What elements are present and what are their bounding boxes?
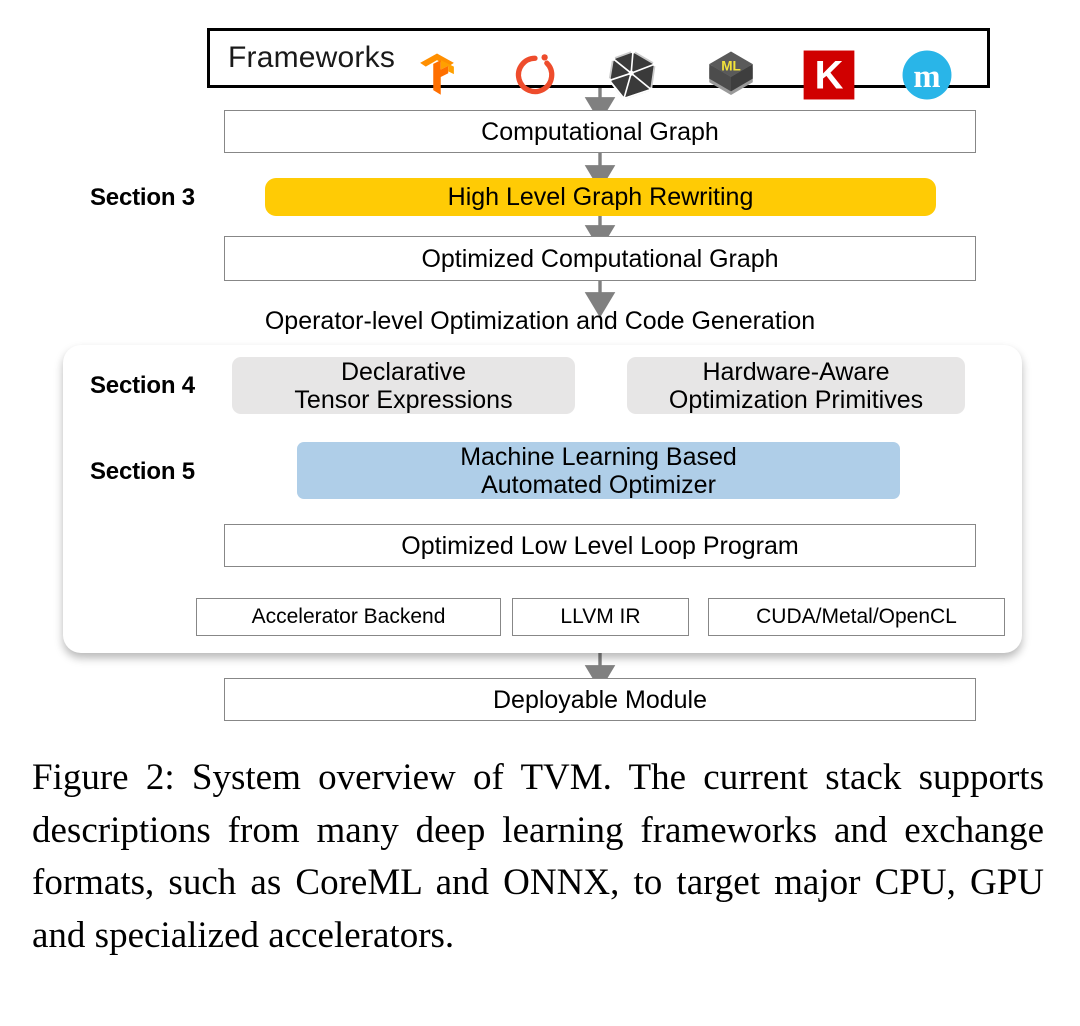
mxnet-logo: m: [897, 28, 957, 100]
frameworks-bar: Frameworks: [207, 28, 990, 101]
computational-graph-box: Computational Graph: [224, 110, 976, 153]
deployable-module-label: Deployable Module: [492, 685, 708, 714]
keras-logo: K: [799, 28, 859, 100]
figure-caption-text: System overview of TVM. The current stac…: [32, 757, 1044, 956]
figure-caption: Figure 2: System overview of TVM. The cu…: [32, 752, 1044, 962]
optimized-low-level-loop-program-label: Optimized Low Level Loop Program: [401, 531, 799, 560]
operator-level-title: Operator-level Optimization and Code Gen…: [264, 307, 816, 335]
frameworks-label: Frameworks: [228, 41, 396, 75]
section-3-label: Section 3: [90, 184, 195, 211]
ml-automated-optimizer-box: Machine Learning Based Automated Optimiz…: [297, 442, 900, 499]
declarative-tensor-expressions-box: Declarative Tensor Expressions: [232, 357, 575, 414]
tensorflow-logo: [407, 28, 467, 95]
high-level-graph-rewriting-label: High Level Graph Rewriting: [447, 183, 754, 211]
accelerator-backend-label: Accelerator Backend: [251, 605, 446, 629]
hardware-aware-primitives-box: Hardware-Aware Optimization Primitives: [627, 357, 965, 414]
declarative-tensor-expressions-label: Declarative Tensor Expressions: [294, 357, 513, 414]
computational-graph-label: Computational Graph: [481, 117, 719, 146]
cuda-metal-opencl-label: CUDA/Metal/OpenCL: [756, 605, 957, 629]
svg-text:ML: ML: [721, 58, 741, 73]
onnx-logo: [603, 28, 663, 101]
framework-logo-strip: ML K m: [420, 28, 977, 101]
optimized-computational-graph-label: Optimized Computational Graph: [421, 244, 779, 273]
ml-automated-optimizer-label: Machine Learning Based Automated Optimiz…: [460, 442, 737, 499]
figure-diagram: Frameworks: [90, 28, 1005, 721]
accelerator-backend-box: Accelerator Backend: [196, 598, 501, 636]
svg-text:K: K: [815, 54, 844, 98]
llvm-ir-box: LLVM IR: [512, 598, 689, 636]
deployable-module-box: Deployable Module: [224, 678, 976, 721]
optimized-computational-graph-box: Optimized Computational Graph: [224, 236, 976, 281]
section-4-label: Section 4: [90, 372, 195, 399]
hardware-aware-primitives-label: Hardware-Aware Optimization Primitives: [668, 357, 924, 414]
cuda-metal-opencl-box: CUDA/Metal/OpenCL: [708, 598, 1005, 636]
section-5-label: Section 5: [90, 458, 195, 485]
high-level-graph-rewriting-box: High Level Graph Rewriting: [265, 178, 936, 216]
pytorch-logo: [505, 28, 565, 94]
svg-text:m: m: [913, 59, 940, 95]
figure-caption-label: Figure 2:: [32, 757, 175, 798]
llvm-ir-label: LLVM IR: [560, 605, 641, 629]
coreml-logo: ML: [701, 28, 761, 95]
optimized-low-level-loop-program-box: Optimized Low Level Loop Program: [224, 524, 976, 567]
